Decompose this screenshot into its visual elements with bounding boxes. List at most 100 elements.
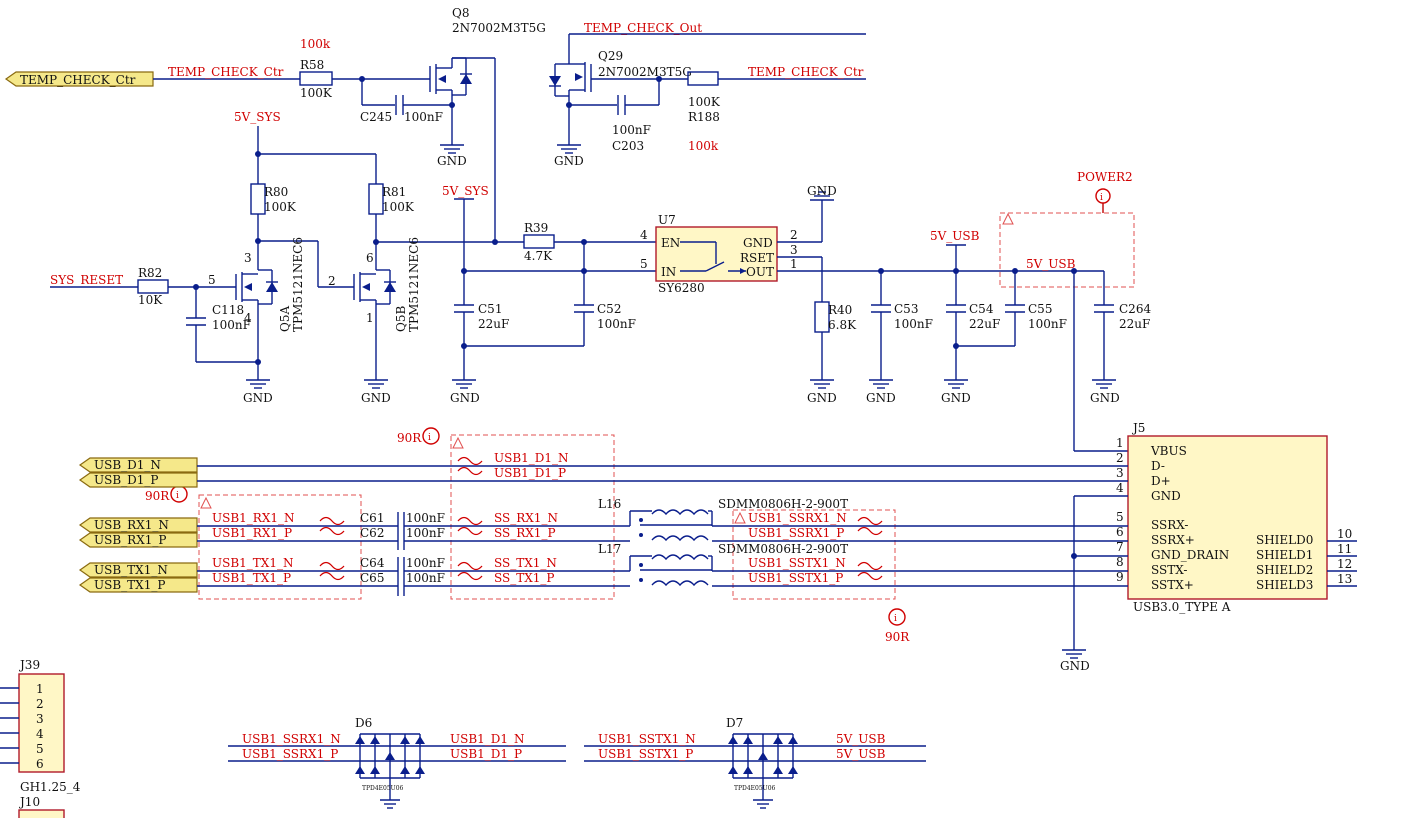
l17: L17 SDMM0806H-2-900T [598, 542, 848, 587]
net-usb1-tx1-n: USB1_TX1_N [212, 556, 293, 570]
net-ss-tx1-n: SS_TX1_N [494, 556, 557, 570]
l16-ref: L16 [598, 497, 621, 511]
d7-ref: D7 [726, 716, 743, 730]
q29-ref: Q29 [598, 49, 623, 63]
net-5v-sys-1: 5V_SYS [234, 110, 281, 124]
c53-ref: C53 [894, 302, 918, 316]
net-d7-5v-usb-a: 5V_USB [836, 732, 886, 746]
r58-note: 100k [300, 37, 331, 51]
l17-ref: L17 [598, 542, 621, 556]
q5a: 3 4 Q5A TPM5121NEC6 [235, 237, 305, 362]
q29-part: 2N7002M3T5G [598, 65, 692, 79]
j5-part: USB3.0_TYPE A [1133, 600, 1231, 614]
l16: L16 SDMM0806H-2-900T [598, 497, 848, 542]
port-usb-rx1-n: USB_RX1_N [78, 517, 198, 533]
q8-part: 2N7002M3T5G [452, 21, 546, 35]
u7-pin-rset: RSET [740, 251, 774, 265]
c61-ref: C61 [360, 511, 384, 525]
port-usb-tx1-p-label: USB_TX1_P [94, 578, 165, 592]
c203-ref: C203 [612, 139, 644, 153]
net-temp-check-ctr-1: TEMP_CHECK_Ctr [168, 65, 284, 79]
power2-label: POWER2 [1077, 170, 1133, 184]
j5-pin12-num: 12 [1337, 557, 1352, 571]
q5b-gate-pin: 2 [328, 274, 336, 288]
r188-note: 100k [688, 139, 719, 153]
u7-gnd-pin: 2 [790, 228, 798, 242]
j39-pin5: 5 [36, 742, 44, 756]
q5b: 6 1 Q5B TPM5121NEC6 [353, 237, 421, 370]
c54-value: 22uF [969, 317, 1000, 331]
j5-pin13-num: 13 [1337, 572, 1352, 586]
j5-pin7-name: GND_DRAIN [1151, 548, 1229, 562]
net-ss-rx1-p: SS_RX1_P [494, 526, 556, 540]
port-usb-rx1-n-label: USB_RX1_N [94, 518, 169, 532]
u7-out-pin: 1 [790, 257, 798, 271]
r40-value: 6.8K [828, 318, 857, 332]
r80-ref: R80 [264, 185, 288, 199]
net-d7-sstx1-n: USB1_SSTX1_N [598, 732, 696, 746]
r188: 100K R188 100k [687, 71, 721, 153]
c264-value: 22uF [1119, 317, 1150, 331]
net-temp-check-out: TEMP_CHECK_Out [584, 21, 702, 35]
r82: R82 10K [137, 266, 169, 307]
port-usb-rx1-p: USB_RX1_P [78, 532, 198, 548]
j5-pin10-name: SHIELD0 [1256, 533, 1313, 547]
c62-ref: C62 [360, 526, 384, 540]
r58-value: 100K [300, 86, 333, 100]
j5-pin5-num: 5 [1116, 510, 1124, 524]
r40-ref: R40 [828, 303, 852, 317]
impedance-a: 90R [397, 431, 422, 445]
r39-ref: R39 [524, 221, 548, 235]
net-usb1-tx1-p: USB1_TX1_P [212, 571, 291, 585]
j5-pin3-name: D+ [1151, 474, 1171, 488]
j5-pin8-num: 8 [1116, 555, 1124, 569]
r82-ref: R82 [138, 266, 162, 280]
j5-pin6-name: SSRX+ [1151, 533, 1195, 547]
d6-ref: D6 [355, 716, 372, 730]
net-usb1-ssrx1-n: USB1_SSRX1_N [748, 511, 847, 525]
q8: Q8 2N7002M3T5G [429, 6, 546, 135]
port-usb-d1-n-label: USB_D1_N [94, 458, 161, 472]
net-d6-ssrx1-p: USB1_SSRX1_P [242, 747, 338, 761]
net-usb1-sstx1-n: USB1_SSTX1_N [748, 556, 846, 570]
r40: R40 6.8K [814, 301, 857, 333]
d6: D6 USB1_SSRX1_N USB1_SSRX1_P USB1_D1_N U… [228, 716, 566, 809]
impedance-c: 90R [885, 630, 910, 644]
net-ss-tx1-p: SS_TX1_P [494, 571, 555, 585]
j5-pin2-num: 2 [1116, 451, 1124, 465]
c64-ref: C64 [360, 556, 385, 570]
j39-ref: J39 [18, 658, 40, 672]
j39-pin6: 6 [36, 757, 44, 771]
j39-pin3: 3 [36, 712, 44, 726]
j5-pin6-num: 6 [1116, 525, 1124, 539]
r58-ref: R58 [300, 58, 324, 72]
gnd-q8: GND [437, 154, 467, 168]
q5b-drain-pin: 6 [366, 251, 374, 265]
gnd-c264: GND [1090, 391, 1120, 405]
net-5v-usb-1: 5V_USB [930, 229, 980, 243]
j5-pin11-name: SHIELD1 [1256, 548, 1313, 562]
c65-value: 100nF [406, 571, 445, 585]
net-usb1-d1-p: USB1_D1_P [494, 466, 566, 480]
j5-pin7-num: 7 [1116, 540, 1124, 554]
q29: Q29 2N7002M3T5G [549, 49, 692, 135]
u7-part: SY6280 [658, 281, 705, 295]
c264-ref: C264 [1119, 302, 1151, 316]
d6-part: TPD4E05U06 [362, 785, 404, 792]
j5: J5 USB3.0_TYPE A 1 VBUS 2 D- 3 D+ 4 GND … [1116, 421, 1352, 614]
net-d6-d1-n: USB1_D1_N [450, 732, 525, 746]
j5-pin1-num: 1 [1116, 436, 1124, 450]
c51-value: 22uF [478, 317, 509, 331]
net-d7-sstx1-p: USB1_SSTX1_P [598, 747, 693, 761]
u7-pin-in: IN [661, 265, 676, 279]
l16-part: SDMM0806H-2-900T [718, 497, 848, 511]
port-usb-d1-p-label: USB_D1_P [94, 473, 158, 487]
r58: R58 100K 100k [299, 37, 333, 100]
q5a-part: TPM5121NEC6 [291, 237, 305, 332]
j5-ref: J5 [1131, 421, 1145, 435]
c245-value: 100nF [404, 110, 443, 124]
j5-pin3-num: 3 [1116, 466, 1124, 480]
q5a-ref: Q5A [278, 306, 292, 332]
net-temp-check-ctr-2: TEMP_CHECK_Ctr [748, 65, 864, 79]
